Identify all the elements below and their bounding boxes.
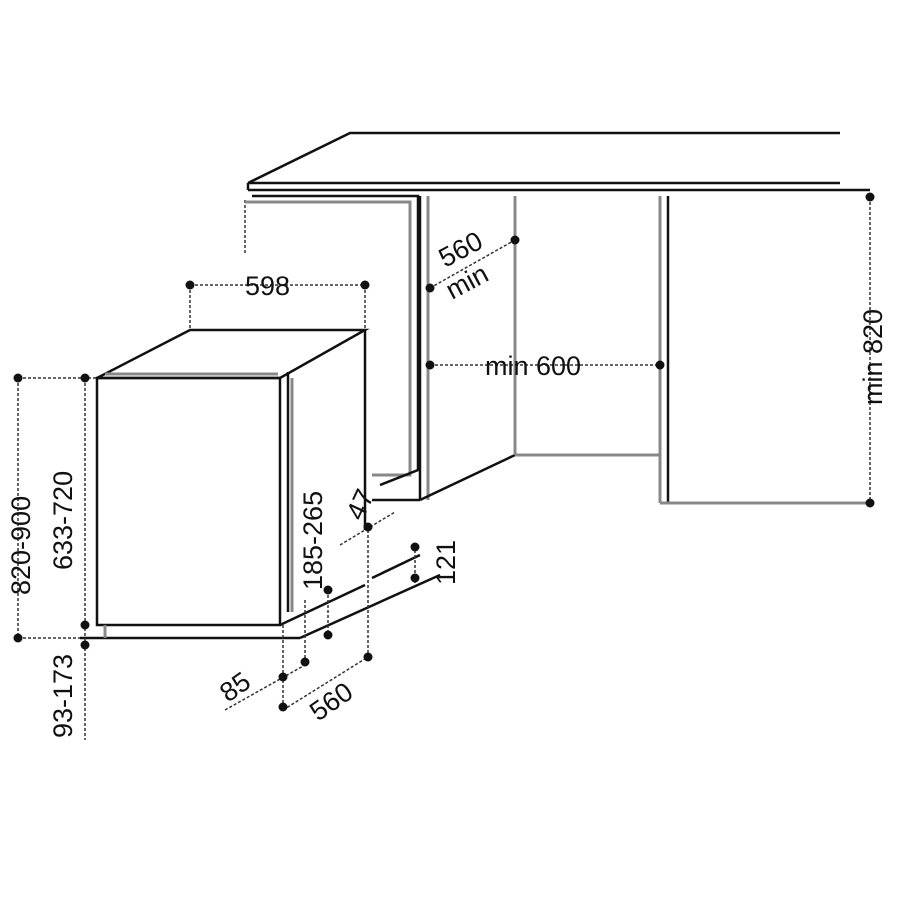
label-47: 47 <box>340 485 380 525</box>
label-93-173: 93-173 <box>48 654 78 738</box>
dimension-markers <box>13 192 875 712</box>
label-min-600: min 600 <box>485 351 581 381</box>
label-85: 85 <box>214 666 256 708</box>
countertop <box>246 131 870 192</box>
label-185-265: 185-265 <box>298 491 328 590</box>
niche <box>244 194 870 505</box>
label-560: 560 <box>304 676 358 726</box>
dimension-lines <box>17 197 871 740</box>
label-633-720: 633-720 <box>48 471 78 570</box>
label-598: 598 <box>245 271 290 301</box>
label-820-900: 820-900 <box>6 496 36 595</box>
label-121: 121 <box>431 540 461 585</box>
label-min-820: min 820 <box>858 309 888 405</box>
dishwasher-body <box>80 328 441 640</box>
